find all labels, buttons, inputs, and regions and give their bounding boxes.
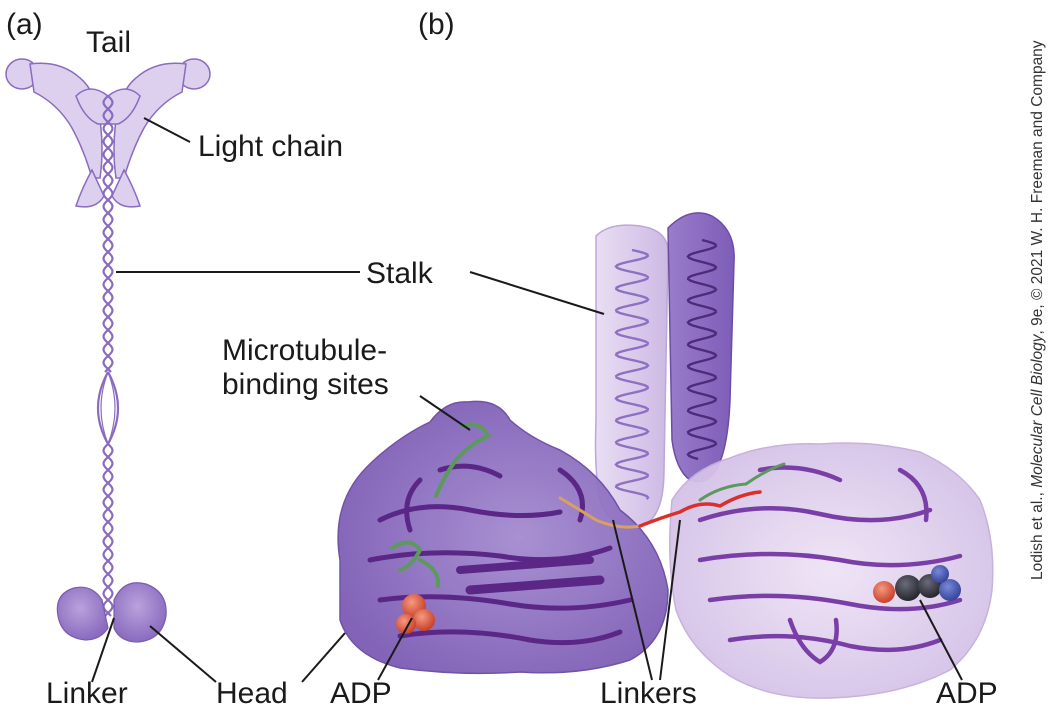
label-microtubule-line2: binding sites: [222, 368, 389, 401]
label-linkers: Linkers: [600, 677, 697, 710]
credit-line: Lodish et al., Molecular Cell Biology, 9…: [1029, 40, 1046, 580]
label-light-chain: Light chain: [198, 130, 343, 163]
head-left-shape: [57, 587, 108, 640]
label-stalk: Stalk: [366, 257, 434, 290]
panel-label-b: (b): [418, 8, 455, 41]
label-linker: Linker: [46, 677, 128, 710]
coiled-coil-stalk: [104, 96, 113, 616]
label-tail: Tail: [86, 26, 131, 59]
label-head: Head: [216, 677, 288, 710]
label-adp-left: ADP: [330, 677, 392, 710]
kinesin-structure: [338, 213, 993, 698]
label-microtubule-line1: Microtubule-: [222, 334, 387, 367]
label-adp-right: ADP: [936, 677, 998, 710]
panel-label-a: (a): [6, 8, 43, 41]
kinesin-schematic: [6, 59, 210, 642]
credit-title: Molecular Cell Biology: [1029, 333, 1046, 488]
credit-prefix: Lodish et al.,: [1029, 488, 1046, 580]
stalk-bulge: [98, 372, 118, 444]
credit-suffix: , 9e, © 2021 W. H. Freeman and Company: [1029, 40, 1046, 334]
stalk-surface-dark: [668, 213, 734, 482]
tail-light-chain-shape: [6, 59, 210, 207]
